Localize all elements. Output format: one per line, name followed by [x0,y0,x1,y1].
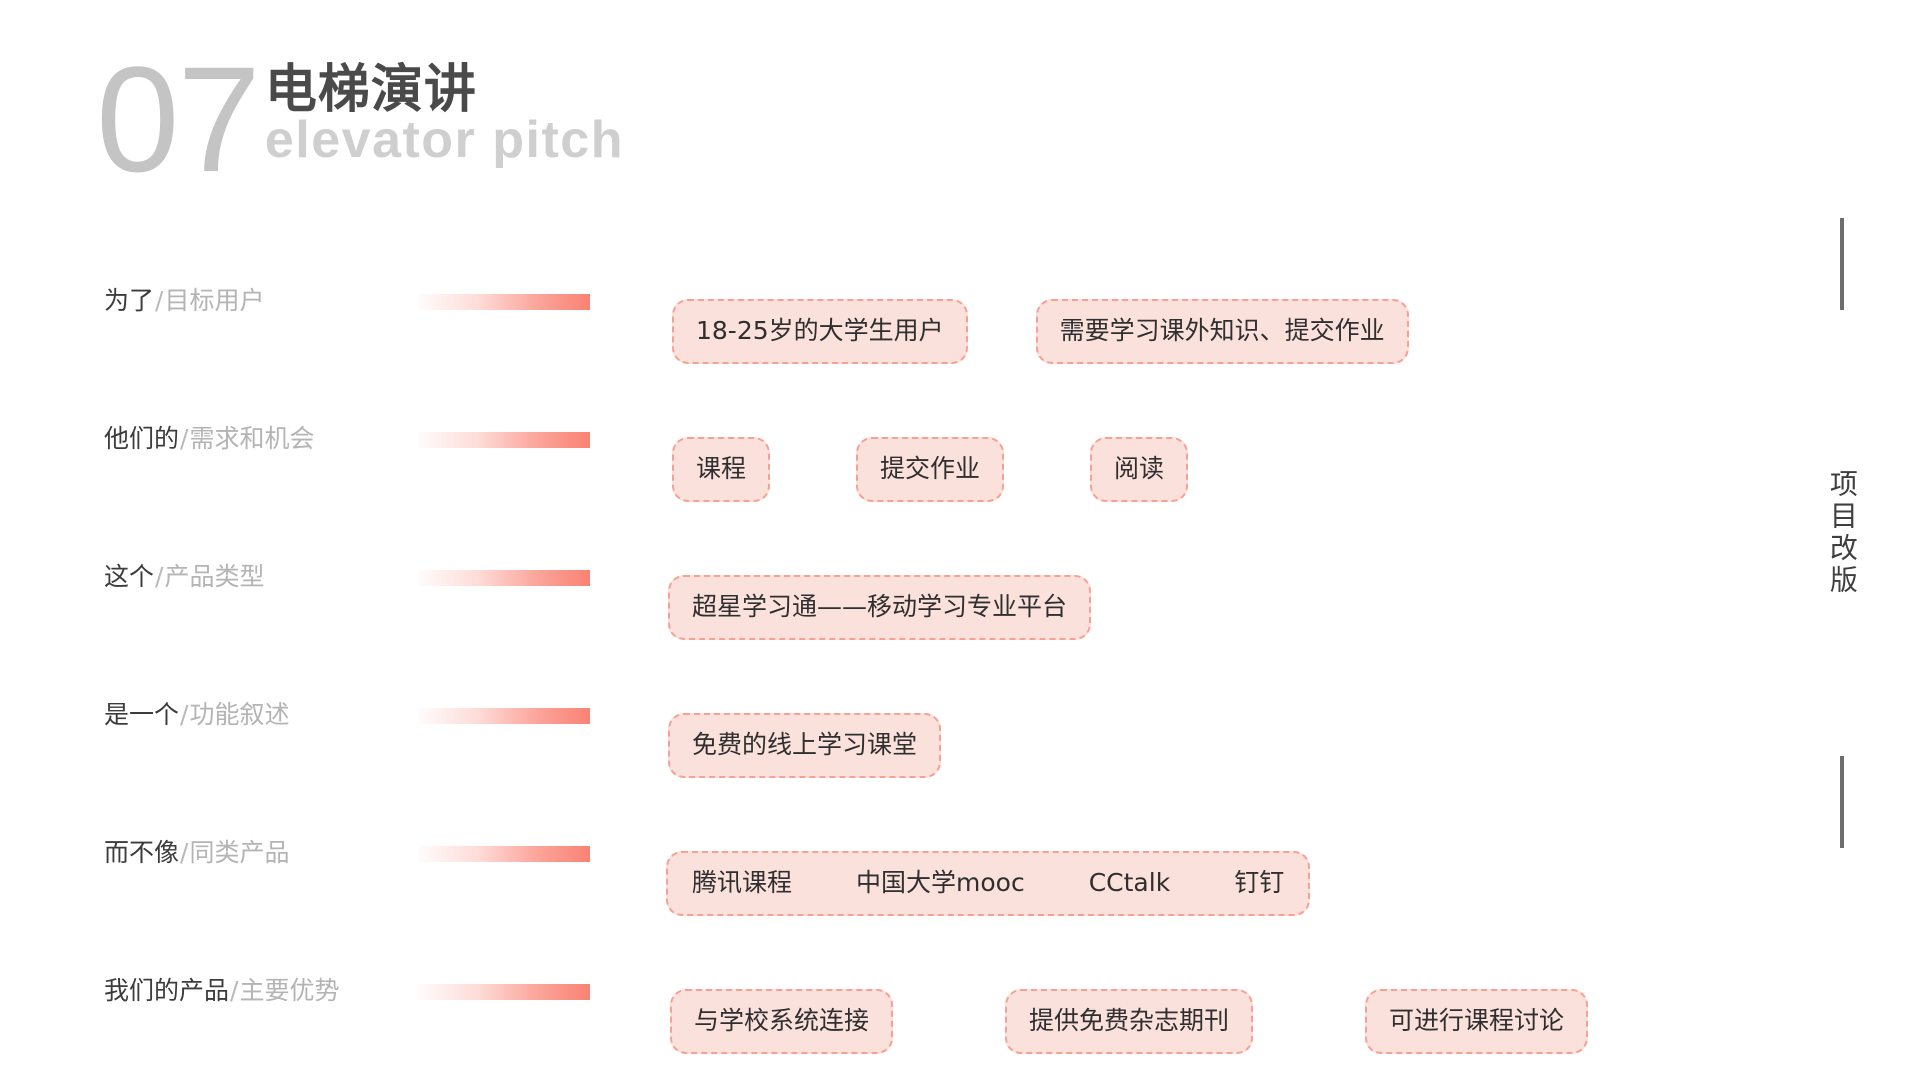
pitch-tag[interactable]: 阅读 [1090,436,1189,502]
pitch-row-sublabel: 产品类型 [164,562,265,591]
page-title: 电梯演讲 [264,60,477,120]
pitch-tag[interactable]: 超星学习通——移动学习专业平台 [668,574,1092,640]
pitch-row-separator: / [230,976,239,1005]
pitch-row-lead: 是一个 [104,700,180,729]
pitch-row-label: 这个/产品类型 [104,560,264,594]
pitch-row: 是一个/功能叙述 免费的线上学习课堂 [0,676,1920,814]
pitch-tag-group: 免费的线上学习课堂 [668,676,942,814]
pitch-tag-group: 18-25岁的大学生用户 需要学习课外知识、提交作业 [672,262,1409,400]
pitch-tag[interactable]: 腾讯课程 中国大学mooc CCtalk 钉钉 [666,850,1311,916]
pitch-row: 为了/目标用户 18-25岁的大学生用户 需要学习课外知识、提交作业 [0,262,1920,400]
pitch-row: 我们的产品/主要优势 与学校系统连接 提供免费杂志期刊 可进行课程讨论 [0,952,1920,1080]
pitch-row-label: 是一个/功能叙述 [104,698,289,732]
pitch-row-separator: / [180,838,189,867]
pitch-tag-chunk: 中国大学mooc [856,867,1025,897]
pitch-row-sublabel: 目标用户 [164,286,265,315]
pitch-tag-chunk: 腾讯课程 [692,867,793,897]
pitch-row-label: 我们的产品/主要优势 [104,974,339,1008]
side-marker: 项目改版 [1812,218,1872,848]
pitch-row: 这个/产品类型 超星学习通——移动学习专业平台 [0,538,1920,676]
pitch-tag[interactable]: 18-25岁的大学生用户 [672,298,968,364]
pitch-row-separator: / [155,286,164,315]
pitch-tag-group: 课程 提交作业 阅读 [672,400,1189,538]
pitch-row-sublabel: 需求和机会 [189,424,315,453]
pitch-row-sublabel: 同类产品 [189,838,290,867]
pitch-tag[interactable]: 需要学习课外知识、提交作业 [1035,298,1409,364]
pitch-row-lead: 为了 [104,286,155,315]
pitch-row-separator: / [155,562,164,591]
pitch-tag[interactable]: 与学校系统连接 [670,988,894,1054]
side-rule-top [1840,218,1844,310]
pitch-tag[interactable]: 提供免费杂志期刊 [1005,988,1254,1054]
gradient-bar [418,432,590,448]
pitch-row-lead: 他们的 [104,424,180,453]
pitch-tag-chunk: CCtalk [1088,867,1171,897]
pitch-tag-group: 腾讯课程 中国大学mooc CCtalk 钉钉 [666,814,1311,952]
slide-header: 07 电梯演讲 elevator pitch [96,35,624,203]
gradient-bar [418,570,590,586]
pitch-row-lead: 而不像 [104,838,180,867]
pitch-row-sublabel: 功能叙述 [189,700,290,729]
pitch-tag-group: 超星学习通——移动学习专业平台 [668,538,1092,676]
gradient-bar [418,984,590,1000]
pitch-row-lead: 这个 [104,562,155,591]
pitch-row-label: 他们的/需求和机会 [104,422,314,456]
pitch-row-separator: / [180,700,189,729]
pitch-row-label: 为了/目标用户 [104,284,264,318]
side-rule-bottom [1840,756,1844,848]
pitch-tag[interactable]: 课程 [672,436,771,502]
pitch-row-lead: 我们的产品 [104,976,230,1005]
gradient-bar [418,294,590,310]
pitch-row-label: 而不像/同类产品 [104,836,289,870]
pitch-tag[interactable]: 免费的线上学习课堂 [668,712,942,778]
section-number: 07 [96,35,261,203]
page-subtitle: elevator pitch [264,111,624,170]
header-title-group: 电梯演讲 elevator pitch [264,60,624,170]
pitch-tag-chunk: 钉钉 [1234,867,1285,897]
pitch-tag-group: 与学校系统连接 提供免费杂志期刊 可进行课程讨论 [670,952,1589,1080]
pitch-row: 而不像/同类产品腾讯课程 中国大学mooc CCtalk 钉钉 [0,814,1920,952]
side-marker-label: 项目改版 [1825,469,1859,597]
pitch-row: 他们的/需求和机会 课程 提交作业 阅读 [0,400,1920,538]
pitch-tag[interactable]: 可进行课程讨论 [1365,988,1589,1054]
gradient-bar [418,708,590,724]
pitch-row-sublabel: 主要优势 [239,976,340,1005]
pitch-row-separator: / [180,424,189,453]
pitch-tag[interactable]: 提交作业 [856,436,1005,502]
gradient-bar [418,846,590,862]
